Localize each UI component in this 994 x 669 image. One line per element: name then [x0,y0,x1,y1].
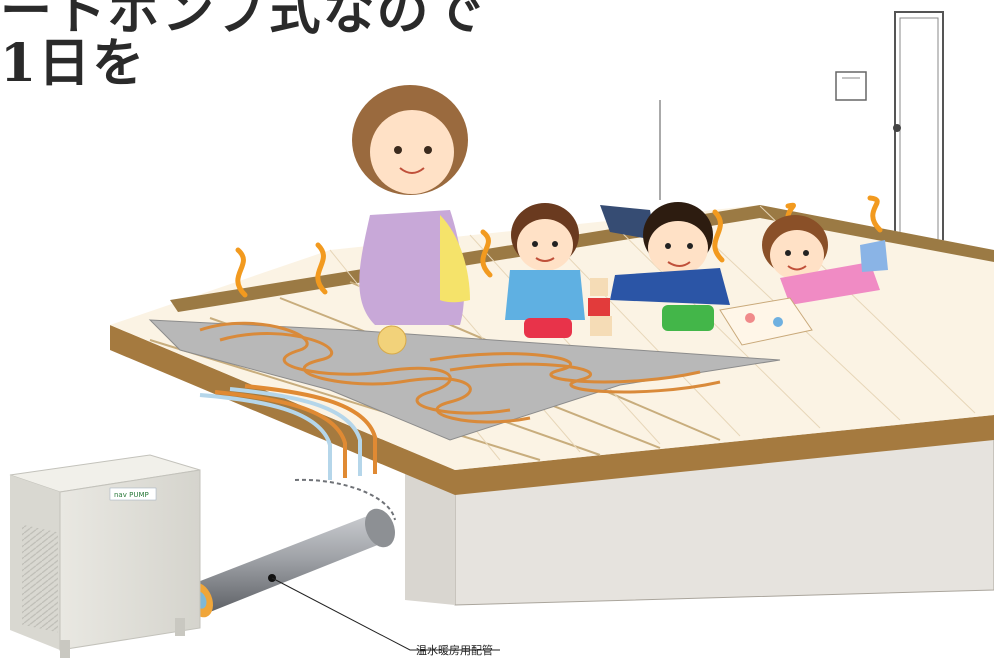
warm-arrow-icon [867,195,883,233]
yarn-ball-icon [377,325,407,355]
warm-arrow-icon [315,242,328,295]
door [893,11,944,263]
wall-switch [835,71,867,101]
girl-figure [719,215,888,346]
pipe-sleeve [186,478,396,618]
floor-heating-panel [148,319,781,441]
unit-badge [109,487,157,501]
floor-slab-edge [110,325,994,495]
pipe-callout-line [271,577,500,651]
door-knob [893,124,901,132]
toy-blocks [588,278,612,336]
toy-car-green [662,305,714,331]
warm-arrow-icon [235,247,248,298]
father-figure [600,202,730,331]
supply-pipes [199,384,377,480]
unit-badge-label: nav PUMP [114,491,149,499]
unit-fan-grille [22,524,58,633]
toy-car-red [524,318,572,338]
warm-arrow-icon [712,209,725,263]
boy-figure [505,203,612,338]
headline-line-2: 1日を [0,33,147,94]
warm-arrow-icon [480,229,493,278]
heat-pump-unit: nav PUMP [9,454,201,658]
mother-figure [352,85,470,355]
flower-drawing [719,297,813,346]
headline-line-1: ートポンプ式なので [0,0,485,42]
pipe-callout-label: 温水暖房用配管 [416,644,493,657]
heating-pipe-coils [199,321,721,424]
